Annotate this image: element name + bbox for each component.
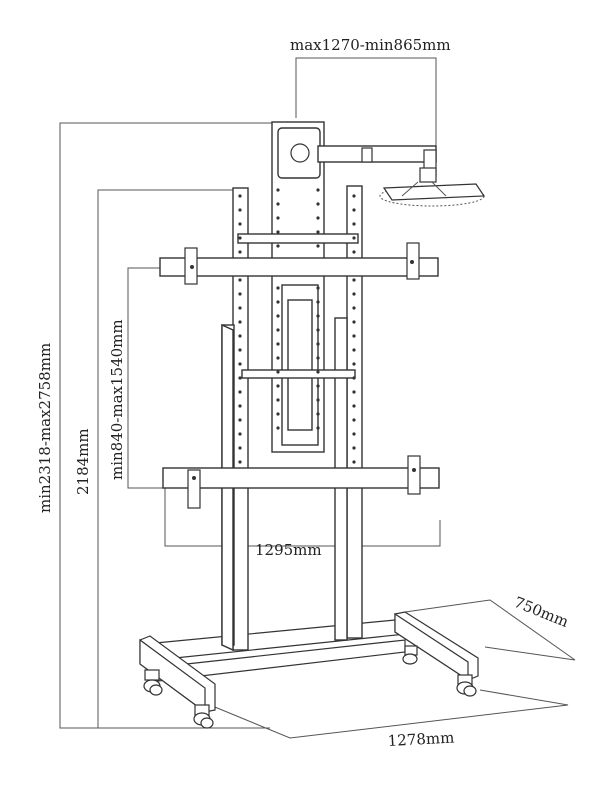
mount-hole [352,362,356,366]
mount-hole [238,418,242,422]
mount-hole [352,222,356,226]
base-depth-label: 750mm [512,593,572,631]
mount-hole [276,384,280,388]
mount-hole [352,376,356,380]
mount-hole [316,244,320,248]
mount-hole [316,216,320,220]
mount-hole [238,222,242,226]
mount-hole [238,250,242,254]
mount-hole [352,460,356,464]
mount-hole [352,320,356,324]
mount-hole [276,300,280,304]
mount-hole [352,446,356,450]
mount-hole [316,286,320,290]
caster-front-right [456,674,477,697]
mount-hole [238,194,242,198]
mount-hole [238,292,242,296]
mount-hole [316,412,320,416]
bracket-height-label: min840-max1540mm [108,319,126,480]
mount-hole [276,426,280,430]
caster-rear-right [402,645,418,665]
total-height-label: min2318-max2758mm [36,343,54,513]
mount-hole [276,314,280,318]
mount-hole [316,300,320,304]
mount-hole [238,432,242,436]
mount-hole [316,188,320,192]
mount-hole [238,446,242,450]
mount-hole [316,314,320,318]
mount-hole [352,404,356,408]
mount-hole [316,356,320,360]
mount-hole [352,194,356,198]
mount-hole [276,286,280,290]
mount-hole [352,432,356,436]
mount-hole [316,384,320,388]
column-height-label: 2184mm [74,428,92,495]
mount-hole [276,398,280,402]
mount-hole [316,370,320,374]
caster-front-left [143,669,163,696]
mount-hole [238,278,242,282]
mount-hole [276,356,280,360]
mount-hole [238,320,242,324]
mount-hole [276,202,280,206]
base-frame [139,611,479,714]
mount-hole [276,412,280,416]
mount-hole [352,278,356,282]
base-width-label: 1278mm [387,729,454,750]
mount-hole [238,236,242,240]
mount-hole [316,202,320,206]
mount-hole [352,250,356,254]
mount-hole [316,328,320,332]
mount-hole [352,348,356,352]
mount-hole [238,404,242,408]
caster-front-left-2 [193,704,214,729]
column-holes [238,188,356,464]
mount-hole [238,362,242,366]
mount-hole [238,208,242,212]
mount-hole [238,348,242,352]
mount-hole [238,334,242,338]
mount-hole [352,236,356,240]
mount-hole [238,306,242,310]
mount-hole [316,342,320,346]
dimension-lines [59,57,576,739]
bracket-width-label: 1295mm [255,541,322,559]
projector-plate [379,181,486,207]
mount-hole [352,306,356,310]
mount-hole [352,334,356,338]
lower-vesa-rail [162,455,440,509]
mount-hole [238,376,242,380]
mount-hole [352,292,356,296]
projector-arm [277,127,437,183]
mount-hole [316,398,320,402]
mount-hole [276,230,280,234]
reach-label: max1270-min865mm [290,36,451,54]
mount-hole [276,342,280,346]
mount-hole [276,244,280,248]
uprights [221,121,363,652]
mount-hole [316,426,320,430]
caster-wheels [143,645,477,729]
upper-vesa-rail [159,242,439,285]
mount-hole [276,216,280,220]
mount-hole [276,328,280,332]
mount-hole [276,370,280,374]
mount-hole [352,208,356,212]
mount-hole [276,188,280,192]
mount-hole [238,460,242,464]
mount-hole [238,390,242,394]
mount-hole [352,418,356,422]
mount-hole [352,390,356,394]
mount-hole [316,230,320,234]
